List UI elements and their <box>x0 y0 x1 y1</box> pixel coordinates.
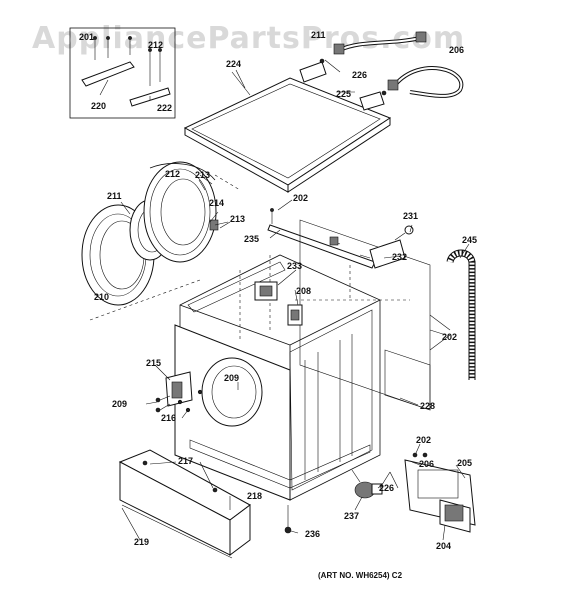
callout-202-top: 202 <box>293 193 308 203</box>
callout-labels: 201 212 220 222 224 211 206 226 225 212 … <box>79 30 477 551</box>
callout-202-right: 202 <box>442 332 457 342</box>
door-assembly <box>81 161 241 321</box>
drain-hose <box>446 249 476 380</box>
callout-213-top: 213 <box>195 170 210 180</box>
callout-205: 205 <box>457 458 472 468</box>
callout-245: 245 <box>462 235 477 245</box>
callout-209-left: 209 <box>112 399 127 409</box>
callout-237: 237 <box>344 511 359 521</box>
callout-222: 222 <box>157 103 172 113</box>
inset-bracket-box <box>69 27 176 119</box>
callout-220: 220 <box>91 101 106 111</box>
pressure-switch <box>254 281 278 301</box>
watermark: AppliancePartsPros.com <box>32 21 465 56</box>
callout-214: 214 <box>209 198 224 208</box>
callout-211-top: 211 <box>311 30 326 40</box>
callout-219: 219 <box>134 537 149 547</box>
callout-212-door: 212 <box>165 169 180 179</box>
callout-212-inset: 212 <box>148 40 163 50</box>
callout-233: 233 <box>287 261 302 271</box>
rear-crossbar <box>267 208 376 269</box>
callout-217: 217 <box>178 456 193 466</box>
art-number: (ART NO. WH6254) C2 <box>318 571 403 580</box>
door-hinge <box>155 371 193 413</box>
toe-kick-panel <box>118 449 251 559</box>
callout-215: 215 <box>146 358 161 368</box>
callout-226-bottom: 226 <box>379 483 394 493</box>
inlet-hoses <box>333 31 464 98</box>
callout-226-top: 226 <box>352 70 367 80</box>
callout-209-door: 209 <box>224 373 239 383</box>
callout-228: 228 <box>420 401 435 411</box>
cabinet-frame <box>174 254 410 501</box>
callout-235: 235 <box>244 234 259 244</box>
callout-236: 236 <box>305 529 320 539</box>
callout-225: 225 <box>336 89 351 99</box>
callout-224: 224 <box>226 59 241 69</box>
callout-204: 204 <box>436 541 451 551</box>
callout-208: 208 <box>296 286 311 296</box>
callout-206-top: 206 <box>449 45 464 55</box>
top-panel <box>183 71 392 193</box>
callout-201: 201 <box>79 32 94 42</box>
door-lock-bracket <box>287 304 303 326</box>
callout-231: 231 <box>403 211 418 221</box>
top-hinge-brackets <box>299 58 387 111</box>
drain-pump <box>351 469 399 499</box>
callout-232: 232 <box>392 252 407 262</box>
callout-218: 218 <box>247 491 262 501</box>
callout-213-side: 213 <box>230 214 245 224</box>
callout-216: 216 <box>161 413 176 423</box>
callout-206-bottom: 206 <box>419 459 434 469</box>
callout-210: 210 <box>94 292 109 302</box>
callout-202-bottom: 202 <box>416 435 431 445</box>
leveling-foot <box>284 505 292 534</box>
leader-lines <box>120 69 470 541</box>
callout-211-door: 211 <box>107 191 122 201</box>
control-board <box>404 452 476 533</box>
